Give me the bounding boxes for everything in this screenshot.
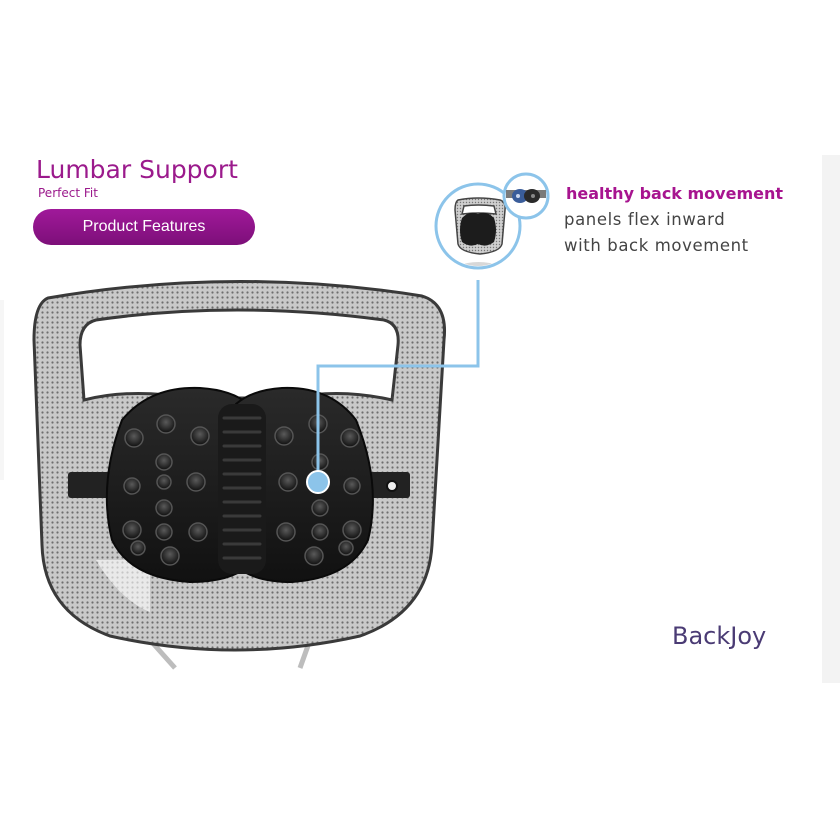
callout-line-1: panels flex inward	[564, 210, 726, 229]
page-subtitle: Perfect Fit	[38, 186, 98, 200]
left-strip	[0, 300, 4, 480]
callout-connector	[306, 280, 480, 494]
side-strip	[822, 155, 840, 683]
product-features-button[interactable]: Product Features	[33, 209, 255, 245]
brand-logo: BackJoy	[672, 622, 767, 650]
callout-line-2: with back movement	[564, 236, 749, 255]
lumbar-support-device	[105, 386, 374, 584]
page-title: Lumbar Support	[36, 155, 238, 184]
callout-title: healthy back movement	[566, 184, 784, 203]
detail-inset	[502, 172, 550, 220]
inset-chair-image	[434, 182, 522, 270]
